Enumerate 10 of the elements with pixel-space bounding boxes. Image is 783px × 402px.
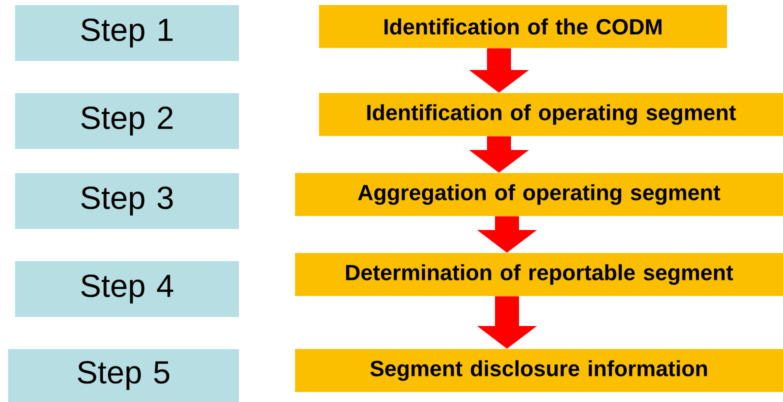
process-box: Aggregation of operating segment [295, 173, 783, 216]
process-box: Segment disclosure information [295, 348, 783, 392]
process-box: Identification of operating segment [319, 93, 783, 136]
step-box: Step 4 [15, 261, 239, 317]
step-box: Step 3 [15, 173, 239, 229]
process-box: Determination of reportable segment [295, 253, 783, 296]
step-box: Step 5 [8, 348, 239, 402]
step-box: Step 1 [15, 5, 239, 61]
step-box: Step 2 [15, 93, 239, 149]
process-box: Identification of the CODM [319, 5, 727, 48]
